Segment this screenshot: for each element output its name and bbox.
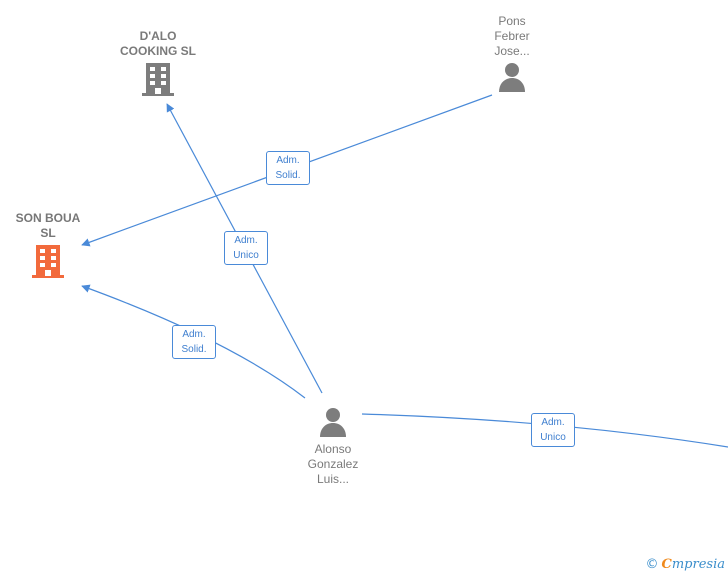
node-alonso-gonzalez[interactable]: Alonso Gonzalez Luis... (293, 404, 373, 487)
edge-label-alonso-offscreen[interactable]: Adm. Unico (531, 413, 575, 447)
node-label: SON BOUA SL (15, 211, 81, 240)
building-icon (32, 245, 64, 278)
person-icon (320, 408, 346, 437)
node-label: Alonso Gonzalez Luis... (307, 442, 359, 486)
brand-initial: C (661, 557, 672, 572)
copyright-symbol: © (645, 557, 659, 572)
brand-name: mpresia (671, 557, 725, 572)
node-son-boua[interactable]: SON BOUA SL (4, 211, 92, 279)
node-label: Pons Febrer Jose... (494, 14, 530, 58)
node-dalo-cooking[interactable]: D'ALO COOKING SL (111, 29, 205, 97)
building-icon (142, 63, 174, 96)
node-label: D'ALO COOKING SL (119, 29, 196, 58)
person-icon (499, 63, 525, 92)
edge-label-pons-son-boua[interactable]: Adm. Solid. (266, 151, 310, 185)
edge-label-alonso-dalo[interactable]: Adm. Unico (224, 231, 268, 265)
node-pons-febrer[interactable]: Pons Febrer Jose... (472, 14, 552, 93)
edge-label-alonso-son-boua[interactable]: Adm. Solid. (172, 325, 216, 359)
empresia-logo: ©Cmpresia (646, 557, 726, 572)
